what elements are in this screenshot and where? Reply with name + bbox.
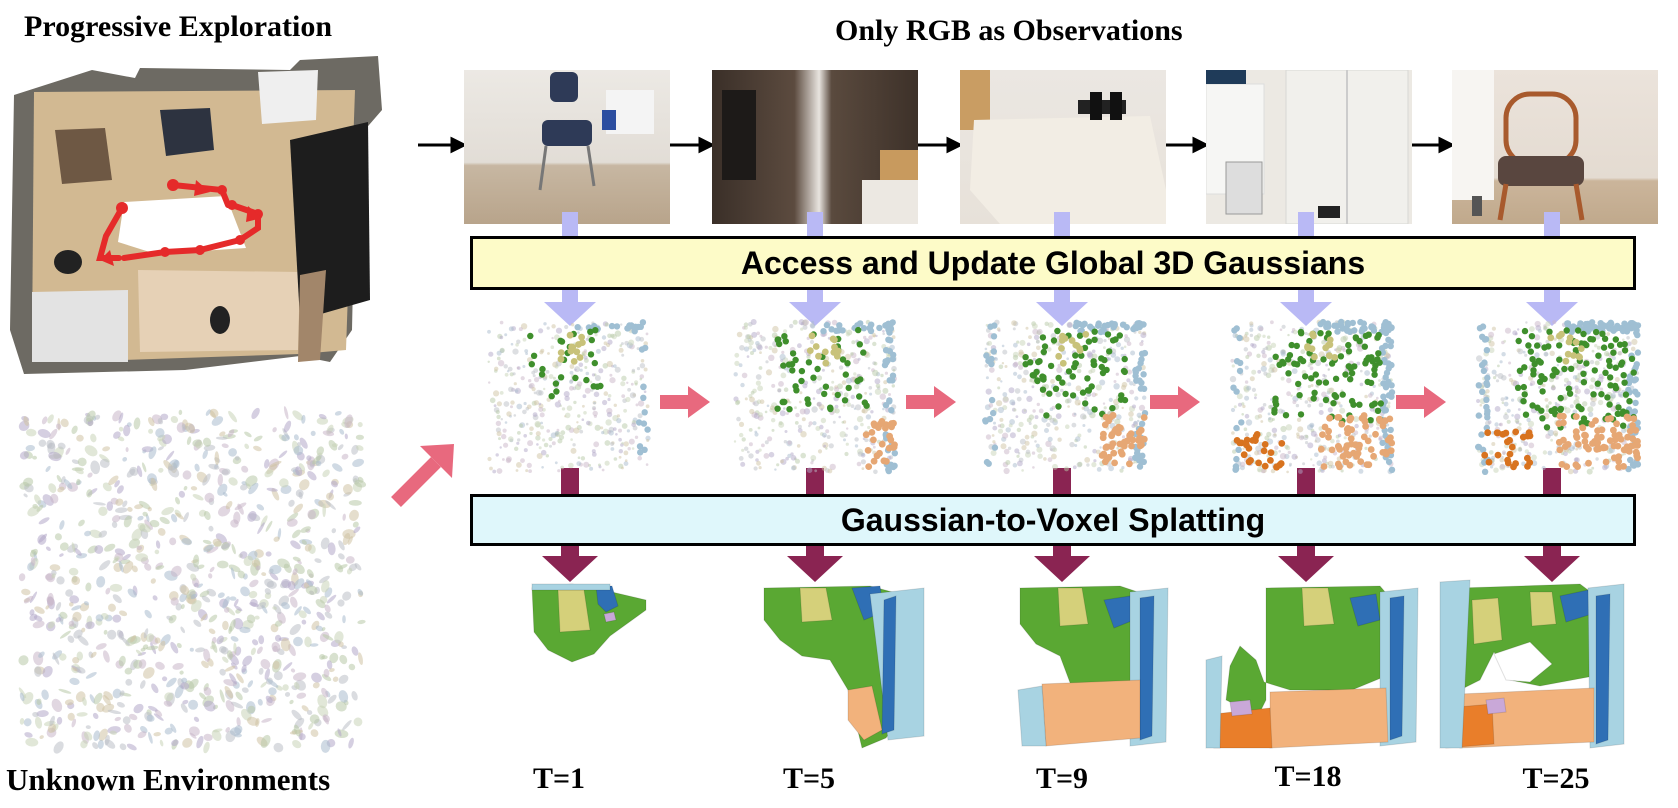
timestep-label-2: T=5 (782, 762, 836, 795)
right-arrow-icon (934, 386, 956, 418)
right-arrow-icon (1424, 386, 1446, 418)
right-arrow-icon (1178, 386, 1200, 418)
down-arrow-icon (1278, 556, 1334, 582)
right-arrow-icon (698, 136, 716, 154)
rgb-observation-2 (712, 70, 918, 224)
down-arrow-icon (542, 556, 598, 582)
down-arrow-icon (1036, 302, 1088, 326)
title-only-rgb: Only RGB as Observations (835, 14, 1183, 47)
right-arrow-icon (946, 136, 964, 154)
down-arrow-icon (544, 302, 596, 326)
down-arrow-icon (1524, 556, 1580, 582)
right-arrow-icon (450, 136, 468, 154)
timestep-label-3: T=9 (1035, 762, 1089, 795)
down-arrow-icon (1034, 556, 1090, 582)
title-unknown-environments: Unknown Environments (6, 762, 331, 797)
timestep-label-1: T=1 (532, 762, 586, 795)
timestep-label-4: T=18 (1274, 760, 1342, 793)
down-arrow-icon (1526, 302, 1578, 326)
down-arrow-icon (1280, 302, 1332, 326)
rgb-observation-3 (960, 70, 1166, 224)
timestep-label-5: T=25 (1522, 762, 1590, 795)
rgb-observation-5 (1452, 70, 1658, 224)
rgb-observation-4 (1206, 70, 1412, 224)
diagonal-arrow-icon (420, 444, 454, 478)
rgb-observation-1 (464, 70, 670, 224)
down-arrow-icon (787, 556, 843, 582)
right-arrow-icon (688, 386, 710, 418)
title-progressive-exploration: Progressive Exploration (24, 10, 333, 43)
right-arrow-icon (1192, 136, 1210, 154)
gaussian-to-voxel-splatting-box: Gaussian-to-Voxel Splatting (470, 494, 1636, 546)
right-arrow-icon (1438, 136, 1456, 154)
access-update-gaussians-box: Access and Update Global 3D Gaussians (470, 236, 1636, 290)
down-arrow-icon (789, 302, 841, 326)
